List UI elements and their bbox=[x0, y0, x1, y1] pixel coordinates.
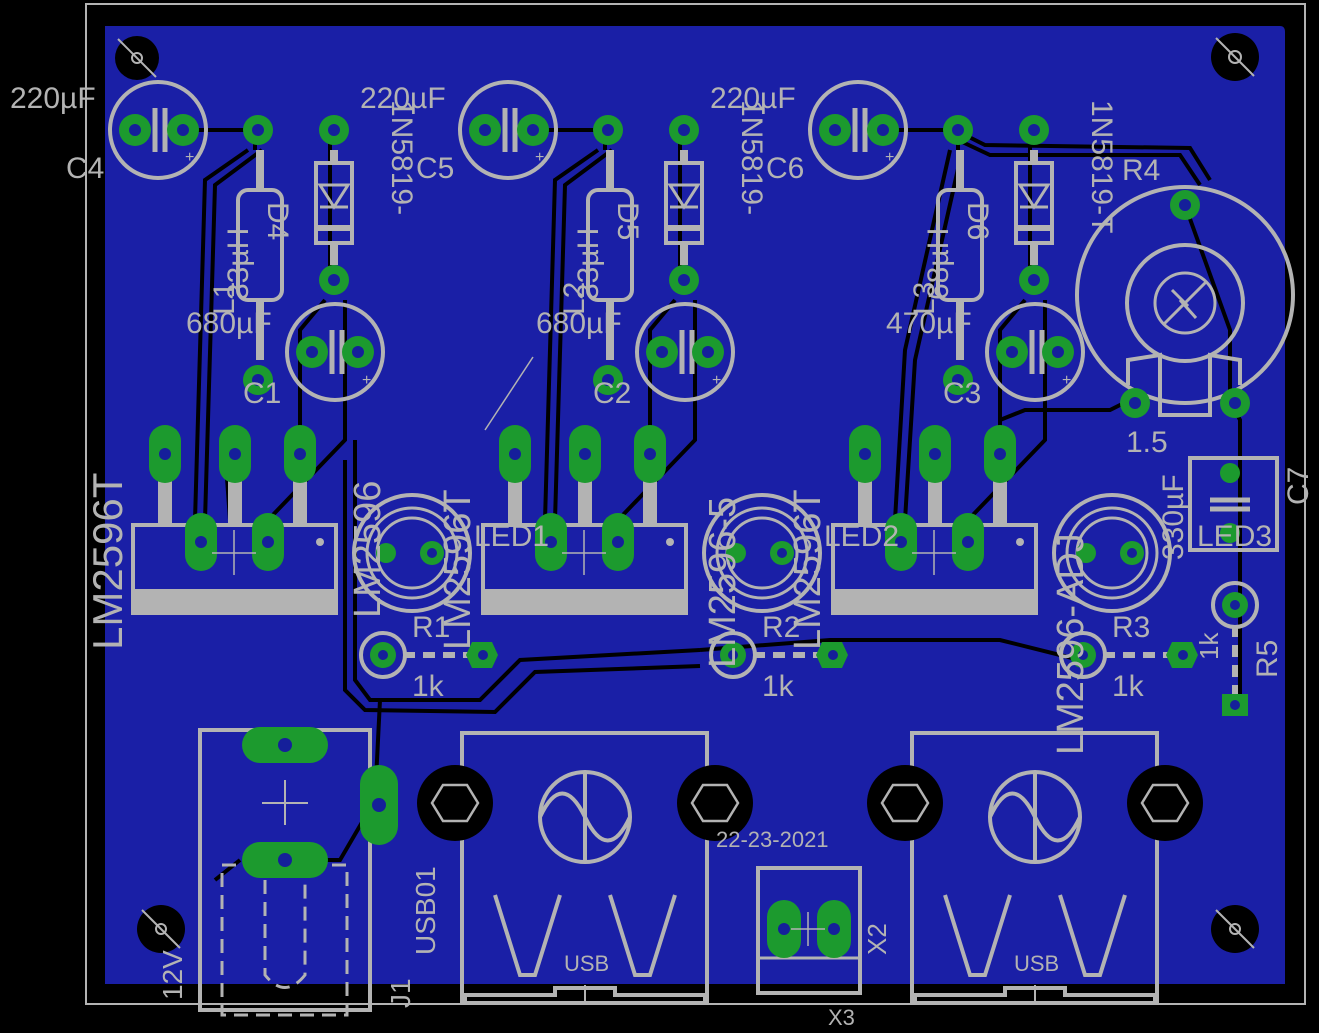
l1-value: 33µH bbox=[222, 228, 255, 300]
usb1-label: USB bbox=[564, 951, 609, 976]
r4-ref: R4 bbox=[1122, 154, 1160, 187]
inductor-l3 bbox=[936, 115, 984, 395]
ic1-value: LM2596 bbox=[347, 481, 389, 618]
r2-value: 1k bbox=[762, 670, 795, 703]
c2-ref: C2 bbox=[593, 377, 631, 410]
header-x2 bbox=[756, 866, 862, 995]
c5-value: 220µF bbox=[360, 82, 446, 115]
c3-value: 470µF bbox=[886, 307, 972, 340]
led-1 bbox=[352, 493, 472, 613]
usb-connector-2 bbox=[867, 731, 1203, 1005]
r1-ref: R1 bbox=[412, 611, 450, 644]
l2-value: 33µH bbox=[572, 228, 605, 300]
ic2-ref: LM2596T bbox=[437, 489, 479, 650]
led1-ref: LED1 bbox=[474, 520, 549, 553]
l3-value: 68µH bbox=[922, 228, 955, 300]
c5-ref: C5 bbox=[416, 152, 454, 185]
svg-text:+: + bbox=[185, 149, 194, 166]
r3-value: 1k bbox=[1112, 670, 1145, 703]
ic3-ref: LM2596T bbox=[787, 489, 829, 650]
silkscreen-labels: 220µF C4 220µF C5 220µF C6 680µF C1 680µ… bbox=[10, 82, 1315, 1030]
usb1-ref: USB01 bbox=[410, 866, 441, 955]
r4-value: 1.5 bbox=[1126, 426, 1168, 459]
mounting-hole-tr bbox=[1211, 33, 1259, 81]
d4-value: 1N5819- bbox=[385, 100, 418, 215]
regulator-ic1 bbox=[131, 425, 338, 615]
ic1-ref: LM2596T bbox=[84, 473, 131, 650]
svg-text:+: + bbox=[712, 372, 721, 389]
svg-text:+: + bbox=[535, 149, 544, 166]
svg-text:+: + bbox=[362, 372, 371, 389]
inductor-l2 bbox=[586, 115, 634, 395]
channel-3: + + bbox=[808, 80, 1198, 679]
led-3 bbox=[1052, 493, 1172, 613]
svg-text:+: + bbox=[885, 149, 894, 166]
ic2-value: LM2596-5 bbox=[702, 497, 744, 668]
j1-ref: J1 bbox=[385, 978, 416, 1008]
date-label: 22-23-2021 bbox=[716, 827, 829, 852]
capacitor-c2: + bbox=[635, 302, 735, 402]
resistor-r2 bbox=[709, 631, 848, 679]
c6-value: 220µF bbox=[710, 82, 796, 115]
capacitor-c6: + bbox=[808, 80, 908, 180]
l1-ref: L1 bbox=[208, 282, 241, 315]
diode-d6 bbox=[1014, 115, 1054, 295]
resistor-r5 bbox=[1211, 581, 1259, 716]
r5-value: 1k bbox=[1194, 632, 1224, 660]
diode-d4 bbox=[314, 115, 354, 295]
silk-line bbox=[484, 356, 534, 431]
resistor-r3 bbox=[1059, 631, 1198, 679]
c7-value: 330µF bbox=[1157, 474, 1190, 560]
c2-value: 680µF bbox=[536, 307, 622, 340]
mounting-hole-br bbox=[1211, 905, 1259, 953]
r3-ref: R3 bbox=[1112, 611, 1150, 644]
dc-jack-j1 bbox=[198, 727, 398, 1017]
channel-2: + + bbox=[458, 80, 848, 679]
c4-ref: C4 bbox=[66, 152, 104, 185]
resistor-r1 bbox=[359, 631, 498, 679]
regulator-ic2 bbox=[481, 425, 688, 615]
r5-ref: R5 bbox=[1251, 640, 1284, 678]
d4-ref: D4 bbox=[261, 202, 294, 240]
usb2-label: USB bbox=[1014, 951, 1059, 976]
mounting-hole-bl bbox=[137, 905, 185, 953]
r1-value: 1k bbox=[412, 670, 445, 703]
capacitor-c4: + bbox=[108, 80, 208, 180]
capacitor-c7 bbox=[1188, 456, 1279, 552]
capacitor-c1: + bbox=[285, 302, 385, 402]
c4-value: 220µF bbox=[10, 82, 96, 115]
capacitor-c5: + bbox=[458, 80, 558, 180]
c1-value: 680µF bbox=[186, 307, 272, 340]
led3-ref: LED3 bbox=[1197, 520, 1272, 553]
d6-value: 1N5819-T bbox=[1085, 100, 1118, 233]
led2-ref: LED2 bbox=[824, 520, 899, 553]
l3-ref: L3 bbox=[908, 282, 941, 315]
d5-value: 1N5819- bbox=[735, 100, 768, 215]
c3-ref: C3 bbox=[943, 377, 981, 410]
svg-text:+: + bbox=[1062, 372, 1071, 389]
mounting-hole-tl bbox=[115, 36, 159, 80]
d5-ref: D5 bbox=[611, 202, 644, 240]
j1-value: 12V bbox=[157, 950, 188, 1000]
d6-ref: D6 bbox=[961, 202, 994, 240]
x3-ref: X3 bbox=[828, 1005, 855, 1030]
regulator-ic3 bbox=[831, 425, 1038, 615]
c1-ref: C1 bbox=[243, 377, 281, 410]
channel-1: + + bbox=[108, 80, 498, 679]
x2-ref: X2 bbox=[862, 923, 892, 955]
copper-pour bbox=[105, 26, 1285, 984]
inductor-l1 bbox=[236, 115, 284, 395]
ic3-value: LM2596-ADJ bbox=[1050, 533, 1092, 755]
usb-connector-1 bbox=[417, 731, 753, 1005]
c6-ref: C6 bbox=[766, 152, 804, 185]
led-2 bbox=[702, 493, 822, 613]
diode-d5 bbox=[664, 115, 704, 295]
trimmer-r4 bbox=[1075, 185, 1295, 418]
c7-ref: C7 bbox=[1282, 467, 1315, 505]
r2-ref: R2 bbox=[762, 611, 800, 644]
l2-ref: L2 bbox=[558, 282, 591, 315]
capacitor-c3: + bbox=[985, 302, 1085, 402]
